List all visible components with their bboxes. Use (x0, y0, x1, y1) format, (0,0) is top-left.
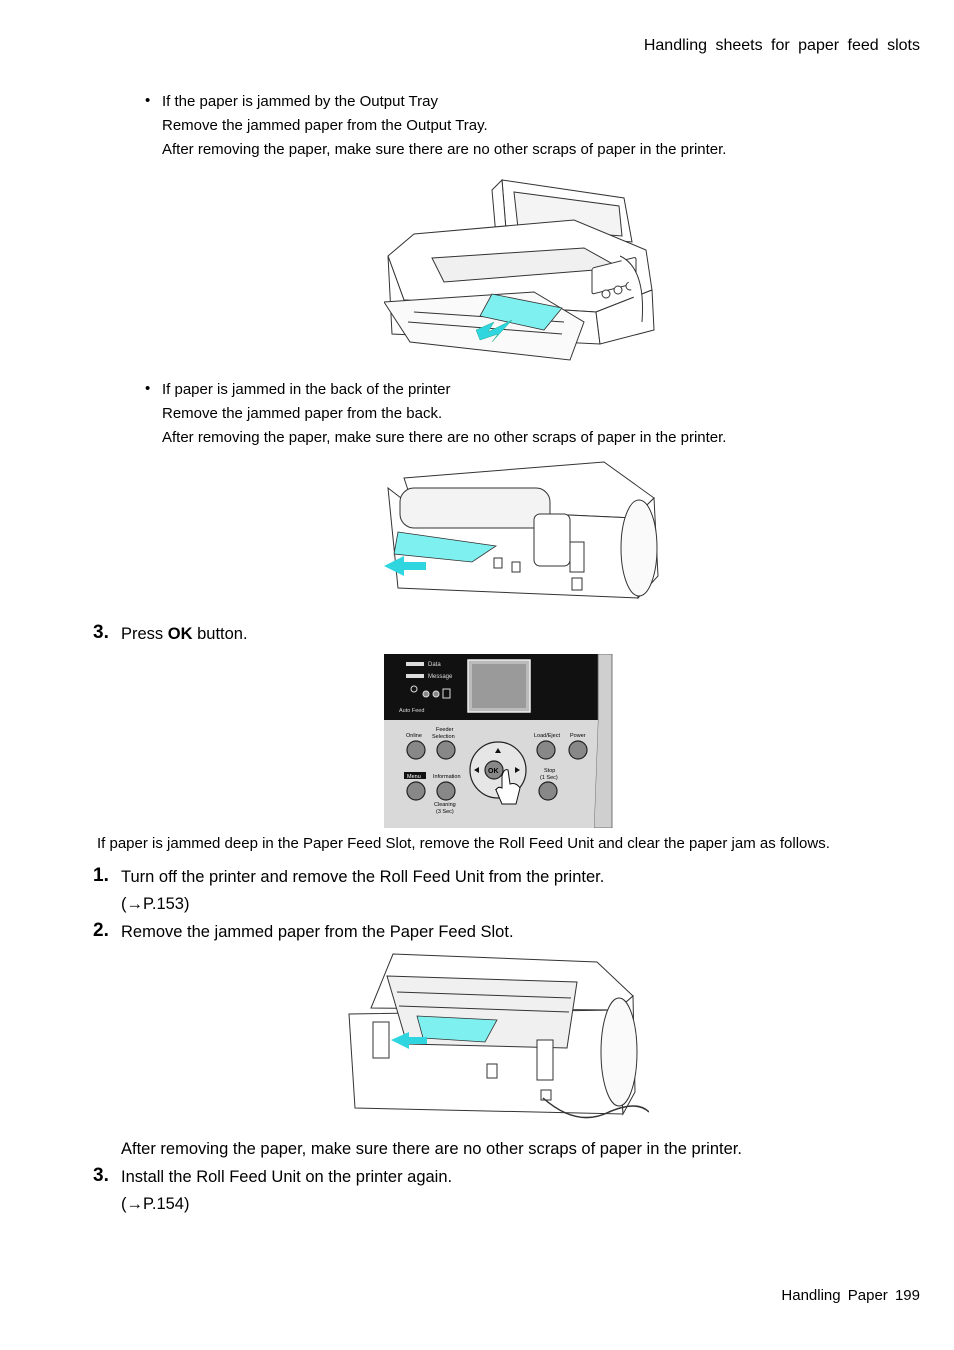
step-text-press-ok: Press OK button. (121, 625, 248, 644)
figure-output-tray-jam (384, 172, 656, 368)
ok-button[interactable] (484, 760, 504, 780)
page-footer: Handling Paper 199 (781, 1287, 920, 1304)
printer-rear-open-illustration (348, 953, 649, 1119)
step-text-prefix: Press (121, 625, 168, 643)
bullet-marker: • (145, 92, 151, 109)
step-number: 3. (93, 1165, 109, 1186)
page-reference-link[interactable]: (→P.154) (121, 1195, 190, 1213)
bullet-block-back: If paper is jammed in the back of the pr… (162, 378, 726, 450)
figure-feed-slot-jam (347, 952, 649, 1128)
cleaning-label: Cleaning (434, 802, 456, 808)
menu-button[interactable] (406, 781, 426, 801)
information-button[interactable] (436, 781, 456, 801)
figure-back-jam (384, 458, 660, 614)
page-reference-link[interactable]: (→P.153) (121, 895, 190, 913)
step-number: 3. (93, 622, 109, 643)
power-label: Power (570, 733, 586, 739)
stop-label: Stop (544, 768, 555, 774)
selection-label: Selection (432, 734, 455, 740)
footer-section: Handling Paper (781, 1287, 888, 1304)
control-panel-illustration: Data Message Auto Feed Online Feeder Sel… (384, 654, 613, 828)
figure-control-panel: Data Message Auto Feed Online Feeder Sel… (384, 654, 614, 828)
pull-arrow-icon (475, 319, 513, 343)
step-text: Remove the jammed paper from the Paper F… (121, 923, 514, 941)
bullet-line: Remove the jammed paper from the back. (162, 405, 443, 422)
load-eject-button[interactable] (536, 740, 556, 760)
information-label: Information (433, 774, 461, 780)
online-button[interactable] (406, 740, 426, 760)
bullet-line: After removing the paper, make sure ther… (162, 429, 727, 446)
pull-arrow-icon (391, 1032, 427, 1049)
stop-button[interactable] (538, 781, 558, 801)
bullet-line: Remove the jammed paper from the Output … (162, 117, 488, 134)
step-number: 1. (93, 865, 109, 886)
cleaning-sec-label: (3 Sec) (436, 809, 454, 815)
power-cable (542, 1097, 649, 1119)
printer-back-illustration (384, 461, 659, 600)
jammed-paper (416, 1015, 498, 1043)
footer-page-number: 199 (894, 1287, 920, 1304)
message-label: Message (428, 674, 453, 680)
auto-feed-label: Auto Feed (399, 708, 424, 714)
ok-label: OK (167, 625, 193, 643)
pressing-hand-icon (495, 769, 521, 805)
after-removal-note: After removing the paper, make sure ther… (121, 1140, 742, 1158)
printer-front-illustration (384, 178, 655, 361)
bullet-block-output-tray: If the paper is jammed by the Output Tra… (162, 90, 726, 162)
step-number: 2. (93, 920, 109, 941)
intro-text: If paper is jammed deep in the Paper Fee… (97, 835, 830, 852)
menu-tag (404, 772, 426, 779)
bullet-line: After removing the paper, make sure ther… (162, 141, 727, 158)
power-button[interactable] (568, 740, 588, 760)
online-label: Online (406, 733, 422, 739)
step-text: Install the Roll Feed Unit on the printe… (121, 1168, 453, 1186)
bullet-title: If paper is jammed in the back of the pr… (162, 381, 451, 398)
stop-sec-label: (1 Sec) (540, 775, 558, 781)
step-text-suffix: button. (192, 625, 248, 643)
jammed-paper (479, 293, 563, 331)
data-label: Data (428, 662, 441, 668)
jammed-paper (393, 531, 498, 563)
pull-arrow-icon (384, 556, 426, 576)
bullet-marker: • (145, 380, 151, 397)
bullet-title: If the paper is jammed by the Output Tra… (162, 93, 438, 110)
menu-label: Menu (407, 774, 421, 780)
feeder-selection-button[interactable] (436, 740, 456, 760)
feeder-label: Feeder (436, 727, 454, 733)
running-header: Handling sheets for paper feed slots (643, 37, 920, 54)
load-eject-label: Load/Eject (534, 733, 560, 739)
ok-button-label: OK (488, 768, 499, 775)
step-text: Turn off the printer and remove the Roll… (121, 868, 605, 886)
